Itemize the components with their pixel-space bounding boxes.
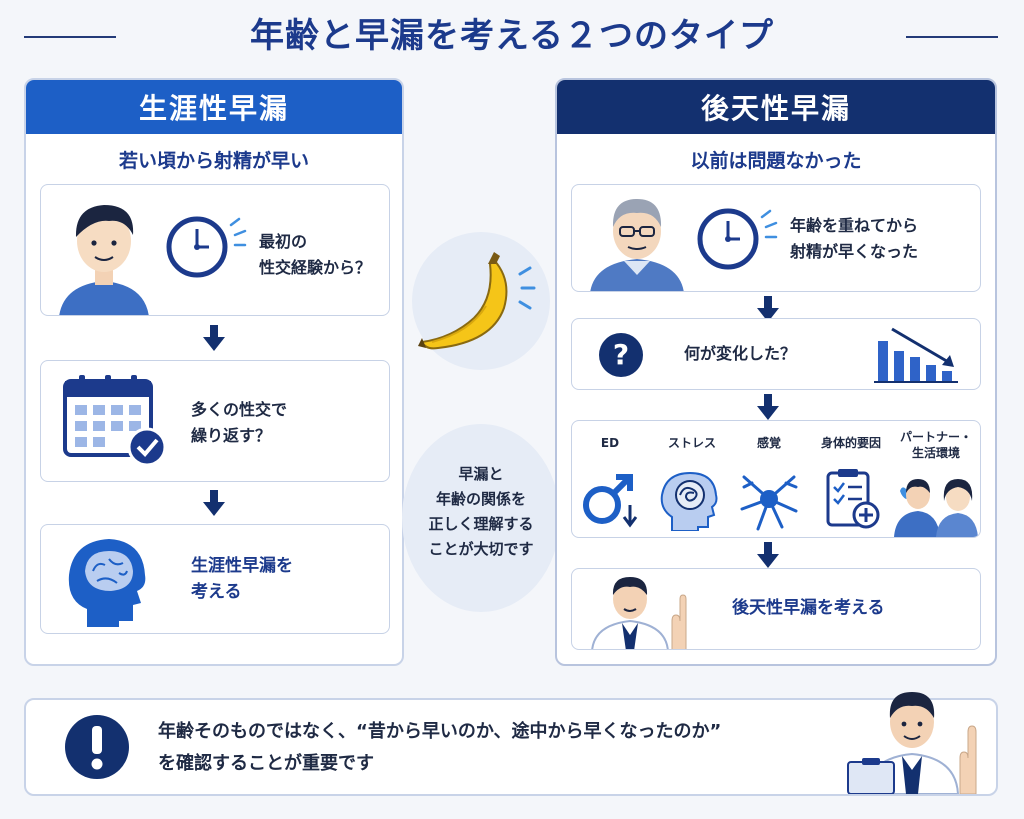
repeated-line2: 繰り返す？ — [191, 426, 272, 445]
acquired-conclusion-text: 後天性早漏を考える — [732, 598, 885, 618]
acquired-subtitle: 以前は問題なかった — [690, 150, 862, 172]
key-message-line1: 年齢そのものではなく、“昔から早いのか、途中から早くなったのか” — [158, 721, 722, 742]
center-line4: ことが大切です — [428, 540, 534, 558]
factor-ed-label: ED — [600, 436, 620, 450]
lifelong-header: 生涯性早漏 — [26, 80, 402, 134]
center-line2: 年齢の関係を — [435, 490, 526, 508]
first-experience-line2: 性交経験から？ — [259, 258, 372, 277]
couple-icon — [894, 479, 978, 537]
young-man-icon — [59, 205, 149, 315]
down-arrow-icon — [757, 394, 779, 420]
page-title: 年齢と早漏を考える２つのタイプ — [250, 16, 774, 56]
medical-checklist-icon — [826, 469, 880, 529]
lifelong-step-first-experience: 最初の 性交経験から？ — [40, 184, 390, 316]
lifelong-conclusion-line2: 考える — [191, 582, 242, 602]
aging-line1: 年齢を重ねてから — [790, 216, 919, 235]
doctor-clipboard-icon — [847, 692, 977, 794]
repeated-text: 多くの性交で 繰り返す？ — [191, 397, 287, 449]
lifelong-subtitle: 若い頃から射精が早い — [118, 150, 309, 172]
factor-partner-label: パートナー・ 生活環境 — [890, 429, 980, 461]
aging-line2: 射精が早くなった — [790, 242, 919, 261]
first-experience-line1: 最初の — [259, 232, 308, 251]
acquired-step-what-changed: ? 何が変化した？ — [571, 318, 981, 390]
svg-text:?: ? — [613, 338, 629, 371]
title-line-left — [24, 36, 116, 38]
center-line1: 早漏と — [458, 465, 504, 483]
down-arrow-icon — [203, 325, 225, 351]
banana-icon — [418, 252, 536, 350]
factor-physical-label: 身体的要因 — [820, 436, 881, 450]
first-experience-text: 最初の 性交経験から？ — [259, 229, 371, 281]
exclamation-icon — [65, 715, 129, 779]
factor-stress-label: ストレス — [667, 436, 716, 450]
older-man-icon — [590, 199, 684, 291]
factor-partner-line2: 生活環境 — [911, 446, 960, 460]
lifelong-conclusion-line1: 生涯性早漏を — [191, 556, 293, 576]
question-icon: ? — [599, 333, 643, 377]
down-arrow-icon — [757, 542, 779, 568]
key-message-box: 年齢そのものではなく、“昔から早いのか、途中から早くなったのか” を確認すること… — [24, 692, 998, 796]
key-message-line2: を確認することが重要です — [158, 753, 374, 774]
brain-head-icon — [68, 539, 146, 627]
acquired-factors: ED ストレス 感覚 身体的要因 パートナー・ 生活環境 — [571, 420, 981, 538]
down-arrow-icon — [203, 490, 225, 516]
lifelong-panel: 生涯性早漏 若い頃から射精が早い 最初の 性交経験から？ — [24, 78, 404, 666]
clock-icon — [697, 208, 778, 270]
male-symbol-icon — [583, 474, 638, 528]
message-circle — [402, 424, 560, 612]
lifelong-step-repeated: 多くの性交で 繰り返す？ — [40, 360, 390, 482]
aging-text: 年齢を重ねてから 射精が早くなった — [790, 213, 918, 265]
title-line-right — [906, 36, 998, 38]
acquired-header: 後天性早漏 — [557, 80, 995, 134]
center-line3: 正しく理解する — [428, 515, 534, 533]
doctor-pointing-icon — [591, 577, 687, 649]
nerve-cell-icon — [740, 475, 798, 531]
lifelong-conclusion-text: 生涯性早漏を 考える — [191, 553, 293, 605]
stress-head-icon — [660, 471, 718, 531]
key-message-text: 年齢そのものではなく、“昔から早いのか、途中から早くなったのか” を確認すること… — [158, 716, 878, 780]
acquired-step-aging: 年齢を重ねてから 射精が早くなった — [571, 184, 981, 292]
acquired-step-conclusion: 後天性早漏を考える — [571, 568, 981, 650]
lifelong-step-conclusion: 生涯性早漏を 考える — [40, 524, 390, 634]
declining-chart-icon — [874, 327, 958, 383]
center-message: 早漏と 年齢の関係を 正しく理解する ことが大切です — [406, 462, 556, 562]
calendar-check-icon — [63, 375, 167, 467]
factor-sensation-label: 感覚 — [756, 436, 781, 450]
what-changed-text: 何が変化した？ — [684, 344, 797, 363]
down-arrow-icon — [757, 296, 779, 322]
acquired-panel: 後天性早漏 以前は問題なかった 年齢を重ねてから 射精が早くなった — [555, 78, 997, 666]
factor-partner-line1: パートナー・ — [899, 430, 972, 444]
clock-icon — [166, 216, 247, 278]
repeated-line1: 多くの性交で — [191, 400, 288, 419]
